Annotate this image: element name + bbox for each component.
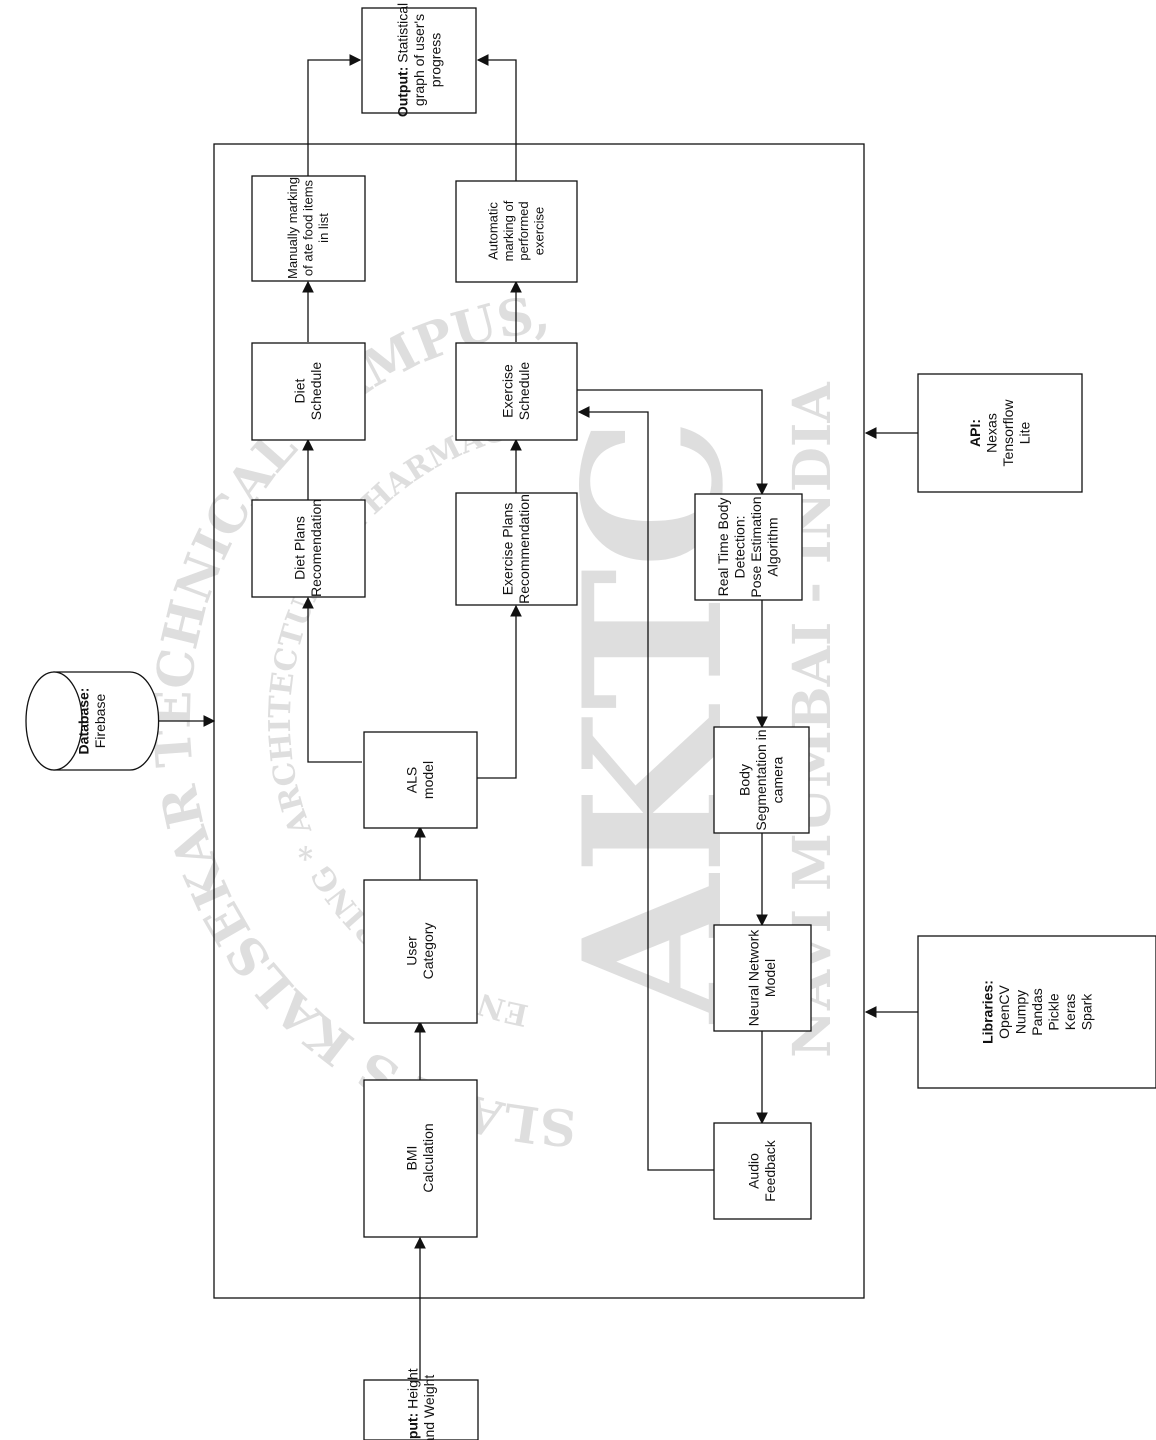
label-line: Algorithm (765, 517, 781, 576)
label-line: performed (516, 201, 531, 260)
edge-als-exercise (476, 606, 516, 778)
label-line: of ate food items (301, 179, 316, 276)
label-line: Lite (1017, 422, 1033, 445)
label-line: graph of user's (411, 14, 427, 106)
label-line: Input: Height (405, 1368, 421, 1440)
label-line: progress (427, 33, 443, 87)
label-line: ALS (404, 767, 420, 793)
label-line: Libraries: (979, 980, 995, 1044)
label-line: Pandas (1029, 988, 1045, 1035)
label-exercise-plans: Exercise PlansRecommendation (500, 494, 533, 604)
label-line: marking of (501, 200, 516, 261)
database-cylinder-top (26, 672, 82, 770)
label-line: Pickle (1045, 993, 1061, 1031)
label-line: OpenCV (996, 984, 1012, 1038)
label-line: Nexas (984, 413, 1000, 453)
label-line: Keras (1062, 994, 1078, 1031)
label-line: Schedule (516, 362, 532, 421)
edge-manual-output (308, 60, 360, 176)
label-line: User (404, 936, 420, 966)
label-database: Database:Firebase (76, 688, 109, 755)
label-line: Pose Estimation (748, 496, 764, 597)
label-line: in list (316, 213, 331, 243)
label-bold-prefix: Database: (76, 688, 92, 755)
label-line: Neural Network (746, 929, 762, 1026)
label-exercise-schedule: ExerciseSchedule (500, 362, 533, 421)
edge-auto-output (478, 60, 516, 181)
label-line: and Weight (421, 1375, 437, 1440)
label-bold-prefix: Output: (394, 67, 410, 118)
label-line: Real Time Body (715, 498, 731, 597)
label-line: Output: Statistical (394, 3, 410, 117)
label-line: Recomendation (308, 499, 324, 597)
label-line: Audio (746, 1153, 762, 1189)
label-line: Tensorflow (1000, 399, 1016, 467)
label-line: Automatic (486, 202, 501, 260)
label-line: Diet Plans (292, 516, 308, 580)
label-line: Category (420, 923, 436, 980)
label-line: Feedback (762, 1139, 778, 1201)
label-bold-prefix: API: (967, 419, 983, 447)
label-bold-prefix: Libraries: (979, 980, 995, 1044)
label-line: exercise (532, 207, 547, 255)
label-line: Numpy (1012, 990, 1028, 1034)
label-line: Model (762, 959, 778, 997)
label-line: Detection: (732, 515, 748, 578)
label-auto-marking: Automaticmarking ofperformedexercise (486, 200, 547, 261)
label-line: model (420, 761, 436, 799)
label-line: Exercise (500, 364, 516, 418)
edge-als-diet (308, 598, 362, 762)
label-line: Schedule (308, 362, 324, 421)
label-line: Exercise Plans (500, 503, 516, 596)
label-line: API: (967, 419, 983, 447)
label-input: Input: Heightand Weight (405, 1368, 438, 1440)
label-line: Manually marking (285, 177, 300, 279)
label-line: Recommendation (516, 494, 532, 604)
label-line: Firebase (92, 694, 108, 749)
label-line: camera (769, 756, 785, 803)
label-line: Calculation (420, 1123, 436, 1192)
label-bold-prefix: Input: (405, 1413, 421, 1440)
label-line: Spark (1079, 993, 1095, 1031)
label-line: BMI (404, 1146, 420, 1171)
label-line: Segmentation in (753, 729, 769, 830)
label-line: Database: (76, 688, 92, 755)
label-line: Body (736, 764, 752, 796)
label-line: Diet (292, 378, 308, 403)
